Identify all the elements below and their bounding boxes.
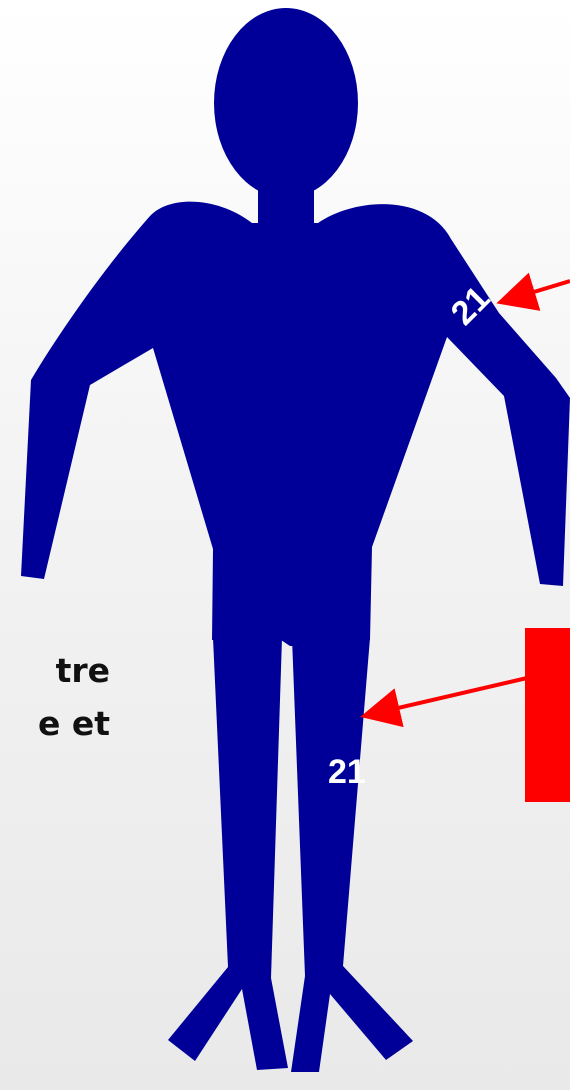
human-figure	[21, 8, 570, 1072]
right-leg-icon	[291, 638, 413, 1072]
arm-arrow	[504, 281, 570, 301]
torso-arms-icon	[21, 202, 570, 646]
neck-icon	[258, 184, 314, 229]
leg-arrow	[368, 678, 527, 715]
head-icon	[214, 8, 358, 198]
leg-number: 21	[328, 753, 366, 791]
left-leg-icon	[168, 638, 288, 1070]
